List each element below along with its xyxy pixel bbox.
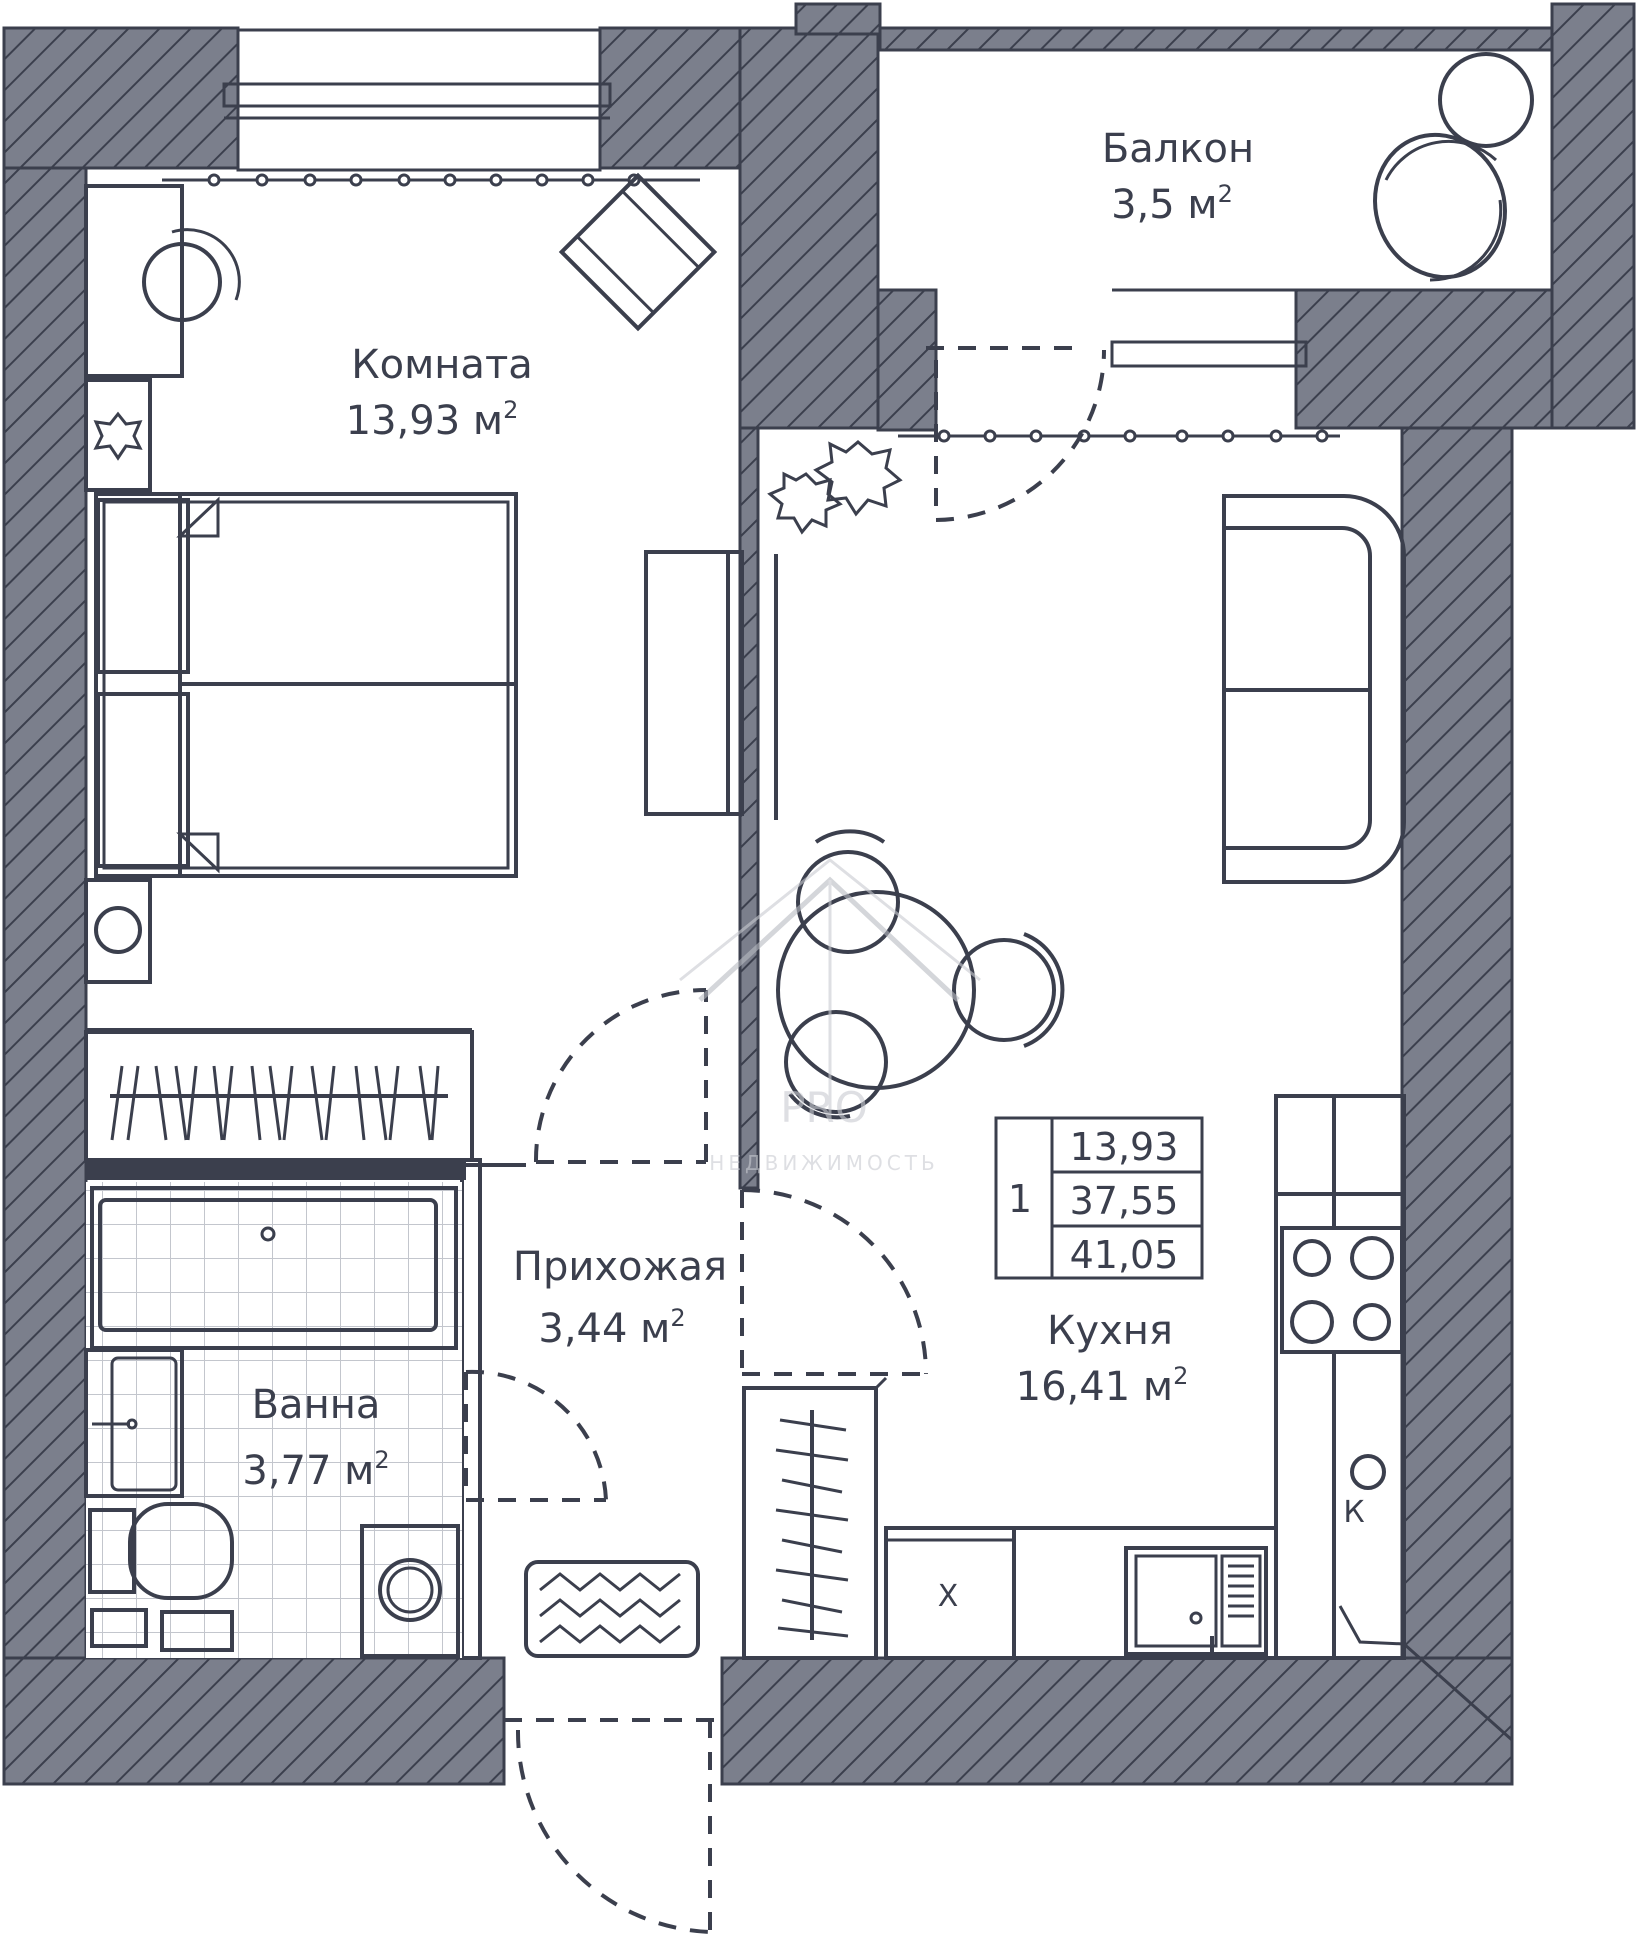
- doors: [464, 346, 1106, 1934]
- watermark-brand: PRO: [780, 1083, 868, 1132]
- room-name-komnata: Комната: [351, 342, 533, 388]
- room-area-hallway: 3,44 м2: [538, 1304, 685, 1352]
- room-area-kitchen: 16,41 м2: [1016, 1362, 1189, 1410]
- kitchen-furniture: [524, 440, 1513, 1742]
- walls: [2, 2, 1636, 1786]
- room-labels: Комната 13,93 м2 Балкон 3,5 м2 Прихожая …: [242, 126, 1364, 1614]
- area-summary-table: 1 13,93 37,55 41,05: [994, 1116, 1204, 1280]
- balcony-furniture: [1373, 52, 1534, 282]
- curtain-rods: [162, 173, 1340, 443]
- room-area-komnata: 13,93 м2: [346, 396, 519, 444]
- room-name-hallway: Прихожая: [513, 1244, 727, 1290]
- room-name-bath: Ванна: [252, 1382, 381, 1428]
- room-area-bath: 3,77 м2: [242, 1446, 389, 1494]
- watermark-sub: НЕДВИЖИМОСТЬ: [709, 1151, 938, 1175]
- room-name-balcony: Балкон: [1102, 126, 1254, 172]
- room-area-balcony: 3,5 м2: [1111, 180, 1233, 228]
- room-furniture: [84, 172, 744, 1162]
- total-area: 37,55: [1070, 1179, 1179, 1223]
- watermark: PRO НЕДВИЖИМОСТЬ: [679, 858, 981, 1175]
- rooms-count: 1: [1008, 1177, 1032, 1221]
- boiler-label: К: [1343, 1495, 1364, 1530]
- bathroom-fixtures: [84, 1182, 482, 1658]
- living-area: 13,93: [1070, 1125, 1179, 1169]
- windows: [222, 28, 1308, 368]
- room-name-kitchen: Кухня: [1047, 1308, 1173, 1354]
- fridge-label: Х: [938, 1579, 959, 1614]
- total-with-balcony: 41,05: [1070, 1233, 1179, 1277]
